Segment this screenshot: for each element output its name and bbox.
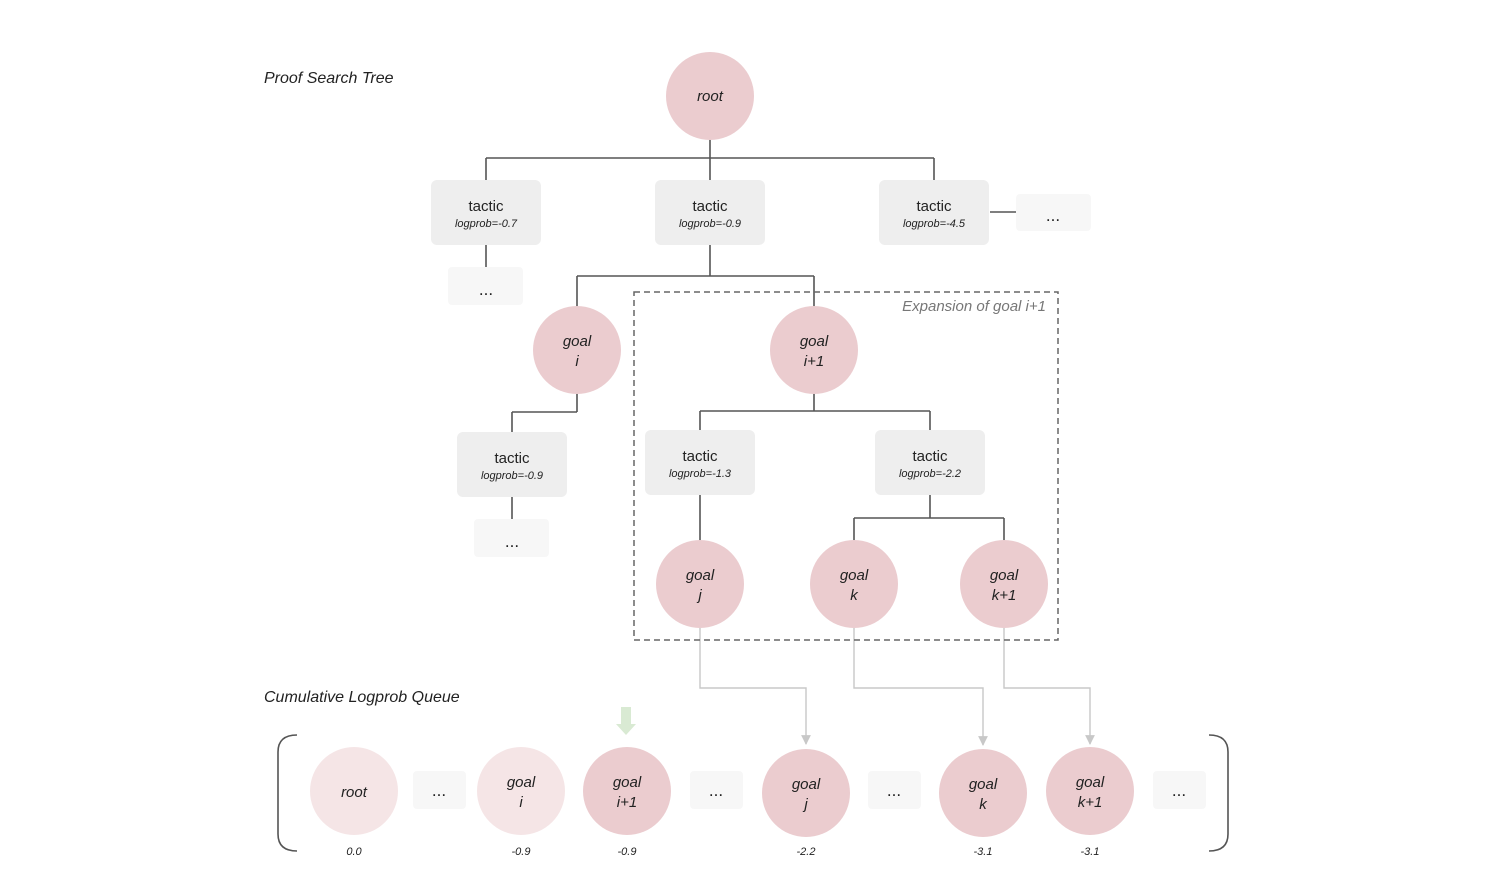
- queue-right-bracket: [1208, 734, 1229, 852]
- goal-j-line1: goal: [686, 567, 715, 584]
- connector-tactic-f-goals: [853, 495, 1005, 541]
- goal-node-k: goal k: [810, 540, 898, 628]
- ellipsis-node-tactic-a: ...: [448, 267, 523, 305]
- goal-node-i1: goal i+1: [770, 306, 858, 394]
- ellipsis-node-tactic-d: ...: [474, 519, 549, 557]
- goal-k-line1: goal: [840, 567, 869, 584]
- tactic-node-e: tactic logprob=-1.3: [645, 430, 755, 495]
- queue-item-0-score: 0.0: [346, 846, 362, 858]
- queue-item-root: root 0.0: [310, 747, 398, 858]
- expansion-label: Expansion of goal i+1: [902, 298, 1046, 315]
- queue-ellipsis-3-label: ...: [887, 781, 901, 800]
- tactic-node-d: tactic logprob=-0.9: [457, 432, 567, 497]
- queue-arrows: [699, 627, 1095, 746]
- queue-title: Cumulative Logprob Queue: [264, 689, 460, 706]
- goal-j-line2: j: [696, 587, 702, 604]
- tactic-b-logprob: logprob=-0.9: [679, 218, 741, 230]
- tactic-e-label: tactic: [682, 448, 718, 465]
- root-node: root: [666, 52, 754, 140]
- queue-item-1-score: -0.9: [512, 846, 531, 858]
- arrow-goal-k-to-queue: [853, 627, 988, 746]
- tactic-a-logprob: logprob=-0.7: [455, 218, 518, 230]
- queue-item-1-line2: i: [519, 794, 523, 811]
- queue-left-bracket: [277, 734, 298, 852]
- queue-item-4-line1: goal: [969, 776, 998, 793]
- tactic-c-label: tactic: [916, 198, 952, 215]
- goal-i-line1: goal: [563, 333, 592, 350]
- ellipsis-right-label: ...: [1046, 206, 1060, 225]
- goal-node-k1: goal k+1: [960, 540, 1048, 628]
- tactic-node-b: tactic logprob=-0.9: [655, 180, 765, 245]
- arrow-goal-j-to-queue: [699, 627, 811, 745]
- queue-item-goal-j: goal j -2.2: [762, 749, 850, 858]
- tree-connectors: [485, 138, 1016, 541]
- queue-item-goal-i: goal i -0.9: [477, 747, 565, 858]
- tactic-d-logprob: logprob=-0.9: [481, 470, 543, 482]
- tactic-d-label: tactic: [494, 450, 530, 467]
- queue-item-2-line2: i+1: [617, 794, 637, 811]
- tree-title: Proof Search Tree: [264, 70, 394, 87]
- goal-node-j: goal j: [656, 540, 744, 628]
- queue-item-2-score: -0.9: [618, 846, 637, 858]
- goal-i-line2: i: [575, 353, 579, 370]
- queue-item-3-line2: j: [802, 796, 808, 813]
- goal-i1-line1: goal: [800, 333, 829, 350]
- queue-item-3-line1: goal: [792, 776, 821, 793]
- tactic-f-label: tactic: [912, 448, 948, 465]
- expansion-box: [633, 291, 1059, 641]
- queue-ellipsis-4: ...: [1153, 771, 1206, 809]
- tactic-a-label: tactic: [468, 198, 504, 215]
- queue-item-4-line2: k: [979, 796, 988, 813]
- goal-k1-line2: k+1: [992, 587, 1017, 604]
- queue-ellipsis-3: ...: [868, 771, 921, 809]
- goal-k1-line1: goal: [990, 567, 1019, 584]
- tactic-node-c: tactic logprob=-4.5: [879, 180, 989, 245]
- queue-ellipsis-1-label: ...: [432, 781, 446, 800]
- root-label: root: [697, 88, 724, 105]
- queue-item-3-score: -2.2: [797, 846, 816, 858]
- queue-ellipsis-2: ...: [690, 771, 743, 809]
- queue-item-5-line2: k+1: [1078, 794, 1103, 811]
- queue-item-goal-k1: goal k+1 -3.1: [1046, 747, 1134, 858]
- ellipsis-tactic-d-label: ...: [505, 532, 519, 551]
- connector-goal-i-tactic-d: [511, 393, 578, 432]
- queue-item-0-line1: root: [341, 784, 368, 801]
- queue-item-2-line1: goal: [613, 774, 642, 791]
- tactic-node-f: tactic logprob=-2.2: [875, 430, 985, 495]
- queue-ellipsis-1: ...: [413, 771, 466, 809]
- goal-k-line2: k: [850, 587, 859, 604]
- queue-item-1-line1: goal: [507, 774, 536, 791]
- queue-ellipsis-2-label: ...: [709, 781, 723, 800]
- queue-item-goal-k: goal k -3.1: [939, 749, 1027, 858]
- tactic-f-logprob: logprob=-2.2: [899, 468, 961, 480]
- queue-ellipsis-4-label: ...: [1172, 781, 1186, 800]
- ellipsis-node-right: ...: [1016, 194, 1091, 231]
- queue-pointer-arrow-icon: [616, 707, 636, 735]
- connector-root-tactics: [485, 138, 935, 180]
- arrow-goal-k1-to-queue: [1003, 627, 1095, 745]
- tactic-node-a: tactic logprob=-0.7: [431, 180, 541, 245]
- queue-item-5-score: -3.1: [1081, 846, 1100, 858]
- connector-tactic-b-goals: [576, 245, 815, 308]
- queue-item-goal-i1: goal i+1 -0.9: [583, 747, 671, 858]
- tactic-c-logprob: logprob=-4.5: [903, 218, 966, 230]
- connector-goal-i1-tactics: [699, 393, 931, 430]
- goal-i1-line2: i+1: [804, 353, 824, 370]
- goal-node-i: goal i: [533, 306, 621, 394]
- queue-item-4-score: -3.1: [974, 846, 993, 858]
- queue-item-5-line1: goal: [1076, 774, 1105, 791]
- tactic-e-logprob: logprob=-1.3: [669, 468, 732, 480]
- tactic-b-label: tactic: [692, 198, 728, 215]
- ellipsis-tactic-a-label: ...: [479, 280, 493, 299]
